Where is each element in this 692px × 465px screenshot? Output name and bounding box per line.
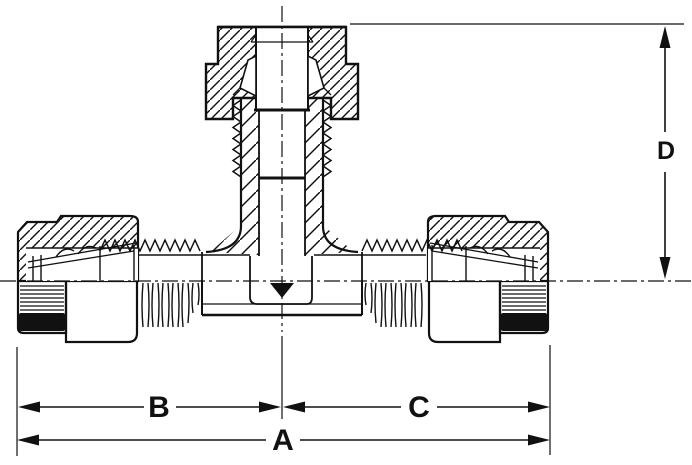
left-nut-exterior — [16, 281, 139, 344]
dim-label-d: D — [657, 137, 675, 165]
right-ferrule — [469, 245, 511, 258]
right-tube-flare-lines — [429, 242, 539, 269]
right-nut-exterior — [427, 281, 550, 344]
right-exposed-threads — [364, 282, 423, 328]
extension-lines — [16, 23, 684, 456]
branch-male-threads — [231, 99, 333, 178]
centerlines — [0, 6, 692, 332]
left-nut-section — [16, 214, 140, 283]
dimension-d: D — [657, 26, 675, 279]
arrowhead-left — [18, 401, 40, 413]
left-exposed-threads — [141, 282, 200, 328]
dim-label-a: A — [272, 424, 294, 457]
dim-label-c: C — [408, 391, 430, 424]
left-ferrule — [55, 245, 97, 258]
left-tube-end — [32, 255, 42, 281]
left-knurl-band — [19, 313, 65, 331]
arrowhead-right — [528, 401, 550, 413]
right-tube-end — [524, 255, 534, 281]
right-nut-section — [426, 214, 550, 283]
arrowhead-left — [17, 434, 39, 446]
dimension-c: C — [283, 391, 550, 424]
left-knurl-lines — [20, 285, 64, 311]
arrowhead-up — [659, 26, 671, 48]
body-thread-profile — [99, 238, 463, 253]
arrowhead-right — [528, 434, 550, 446]
arrowhead-right — [259, 401, 281, 413]
bore-junction-channel — [249, 256, 313, 305]
dimension-b: B — [18, 391, 281, 424]
dimension-a: A — [17, 424, 550, 457]
arrowhead-left — [283, 401, 305, 413]
right-knurl-band — [501, 313, 547, 331]
arrowhead-down — [659, 257, 671, 279]
right-knurl-lines — [502, 285, 546, 311]
dim-label-b: B — [148, 391, 170, 424]
